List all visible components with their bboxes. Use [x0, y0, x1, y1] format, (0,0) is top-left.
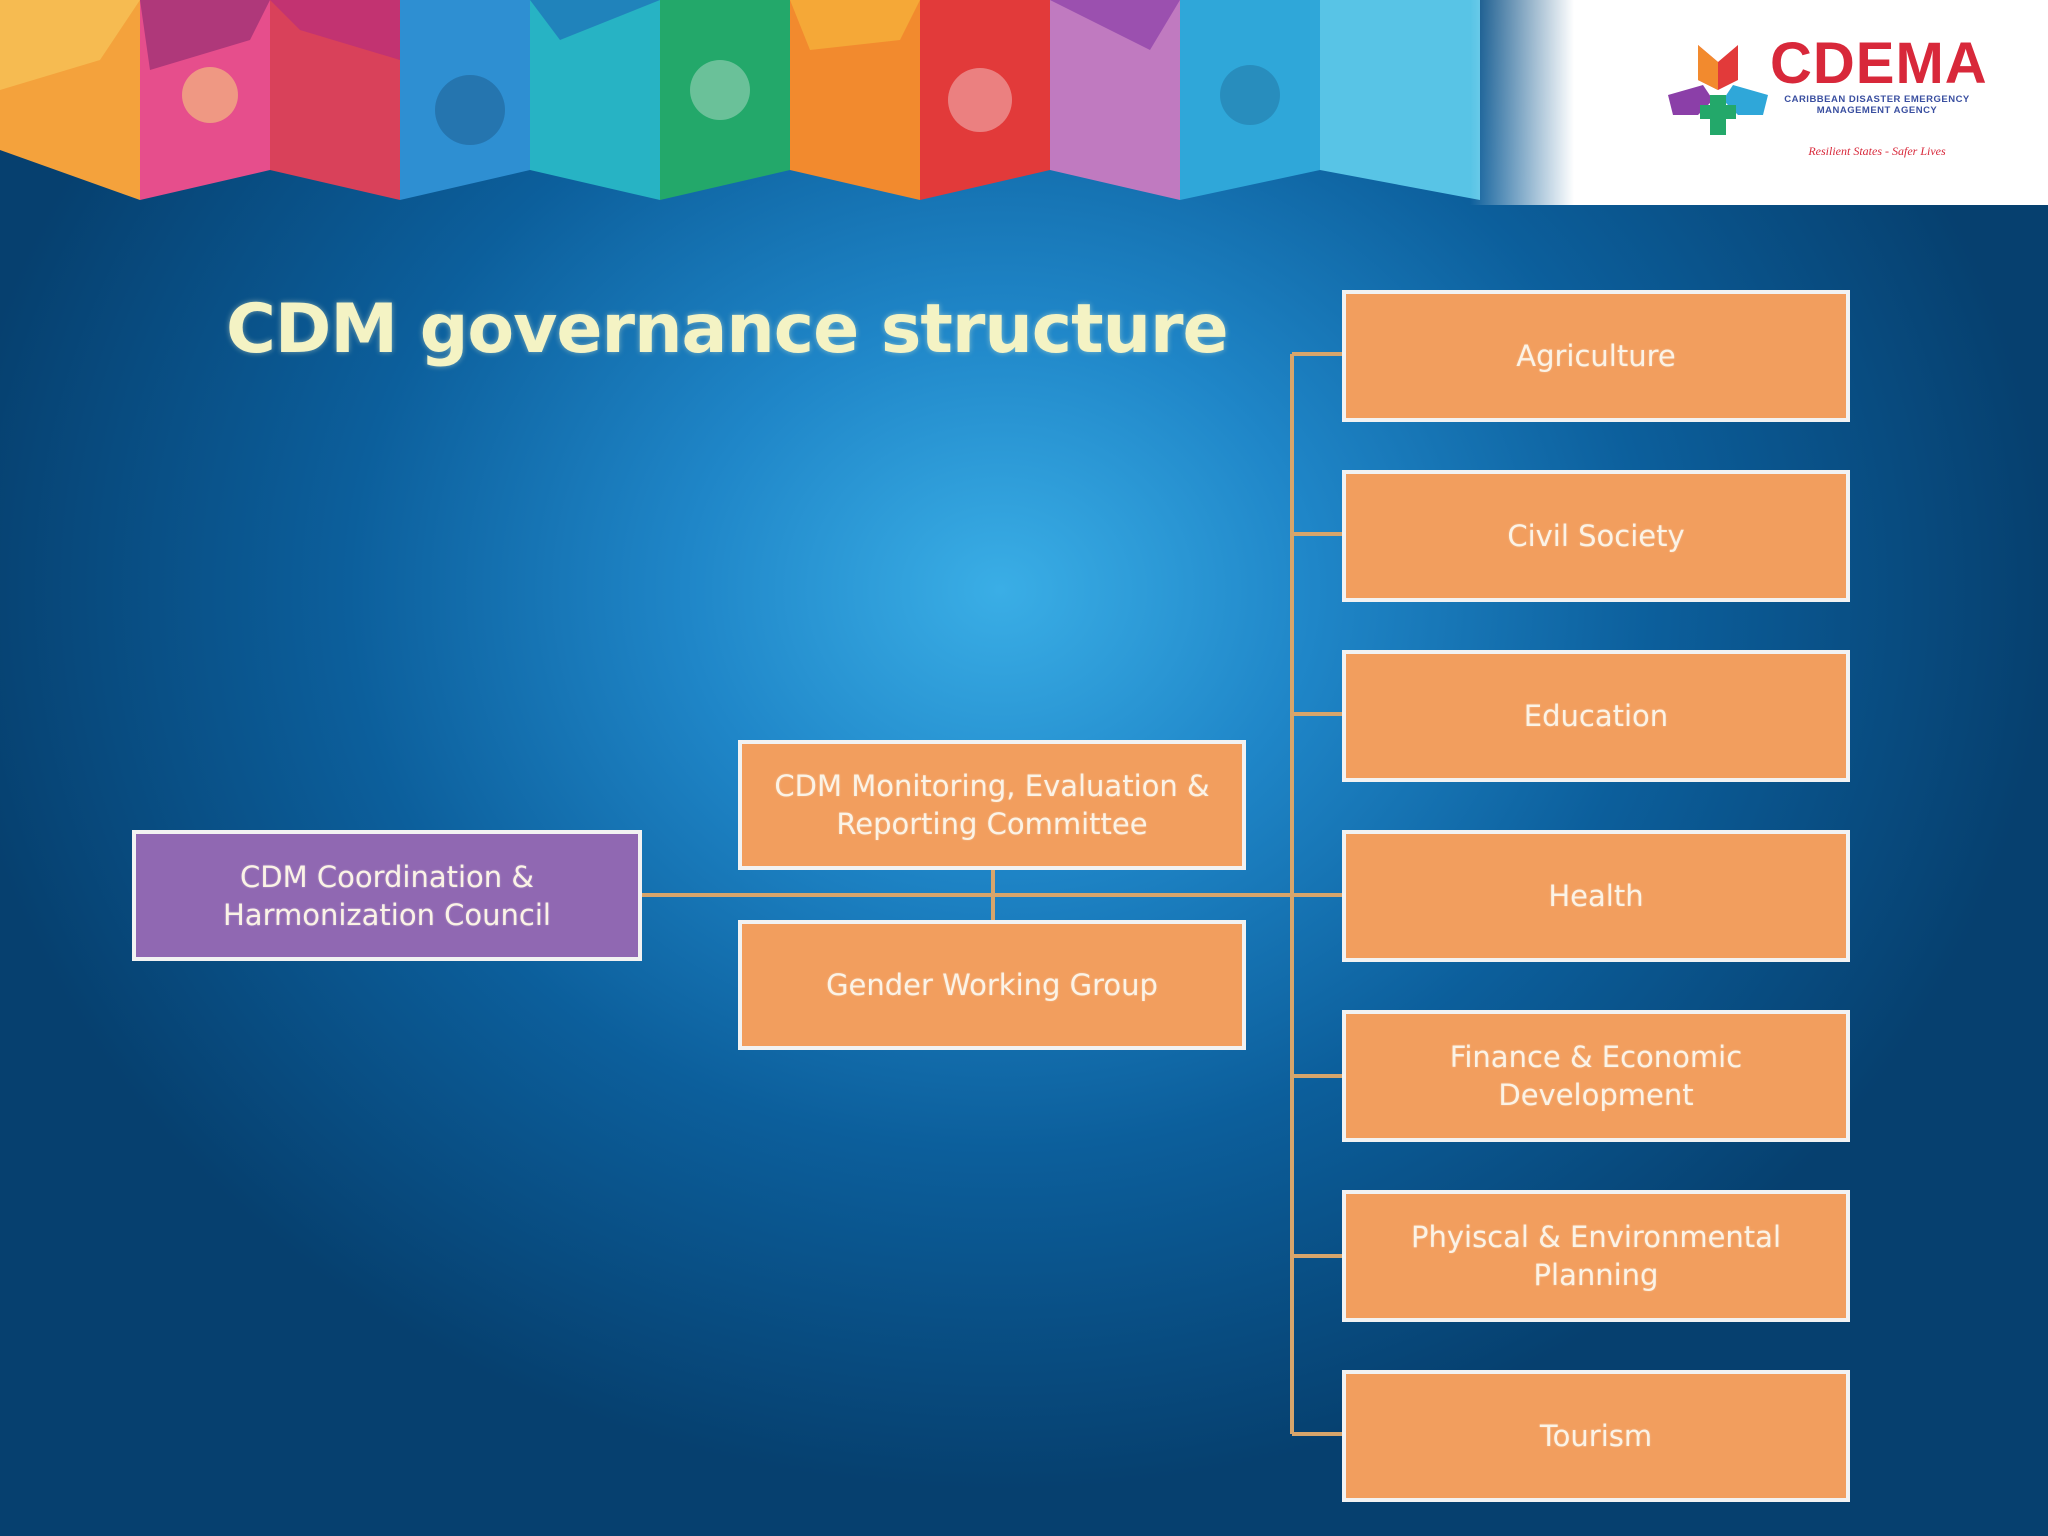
- sector-box-agriculture: Agriculture: [1342, 290, 1850, 422]
- header-banner: [0, 0, 1480, 200]
- cdema-emblem-icon: [1668, 45, 1768, 135]
- slide-title: CDM governance structure: [226, 290, 1229, 369]
- committee-box-monitoring: CDM Monitoring, Evaluation & Reporting C…: [738, 740, 1246, 870]
- logo-subtitle: CARIBBEAN DISASTER EMERGENCY MANAGEMENT …: [1784, 94, 1970, 116]
- sector-box-finance: Finance & Economic Development: [1342, 1010, 1850, 1142]
- logo-name: CDEMA: [1770, 31, 1988, 96]
- sector-box-civil-society: Civil Society: [1342, 470, 1850, 602]
- sector-box-education: Education: [1342, 650, 1850, 782]
- council-box: CDM Coordination & Harmonization Council: [132, 830, 642, 961]
- sector-box-planning: Phyiscal & Environmental Planning: [1342, 1190, 1850, 1322]
- logo-tagline: Resilient States - Safer Lives: [1808, 144, 1946, 158]
- sector-box-tourism: Tourism: [1342, 1370, 1850, 1502]
- committee-box-gender: Gender Working Group: [738, 920, 1246, 1050]
- sector-box-health: Health: [1342, 830, 1850, 962]
